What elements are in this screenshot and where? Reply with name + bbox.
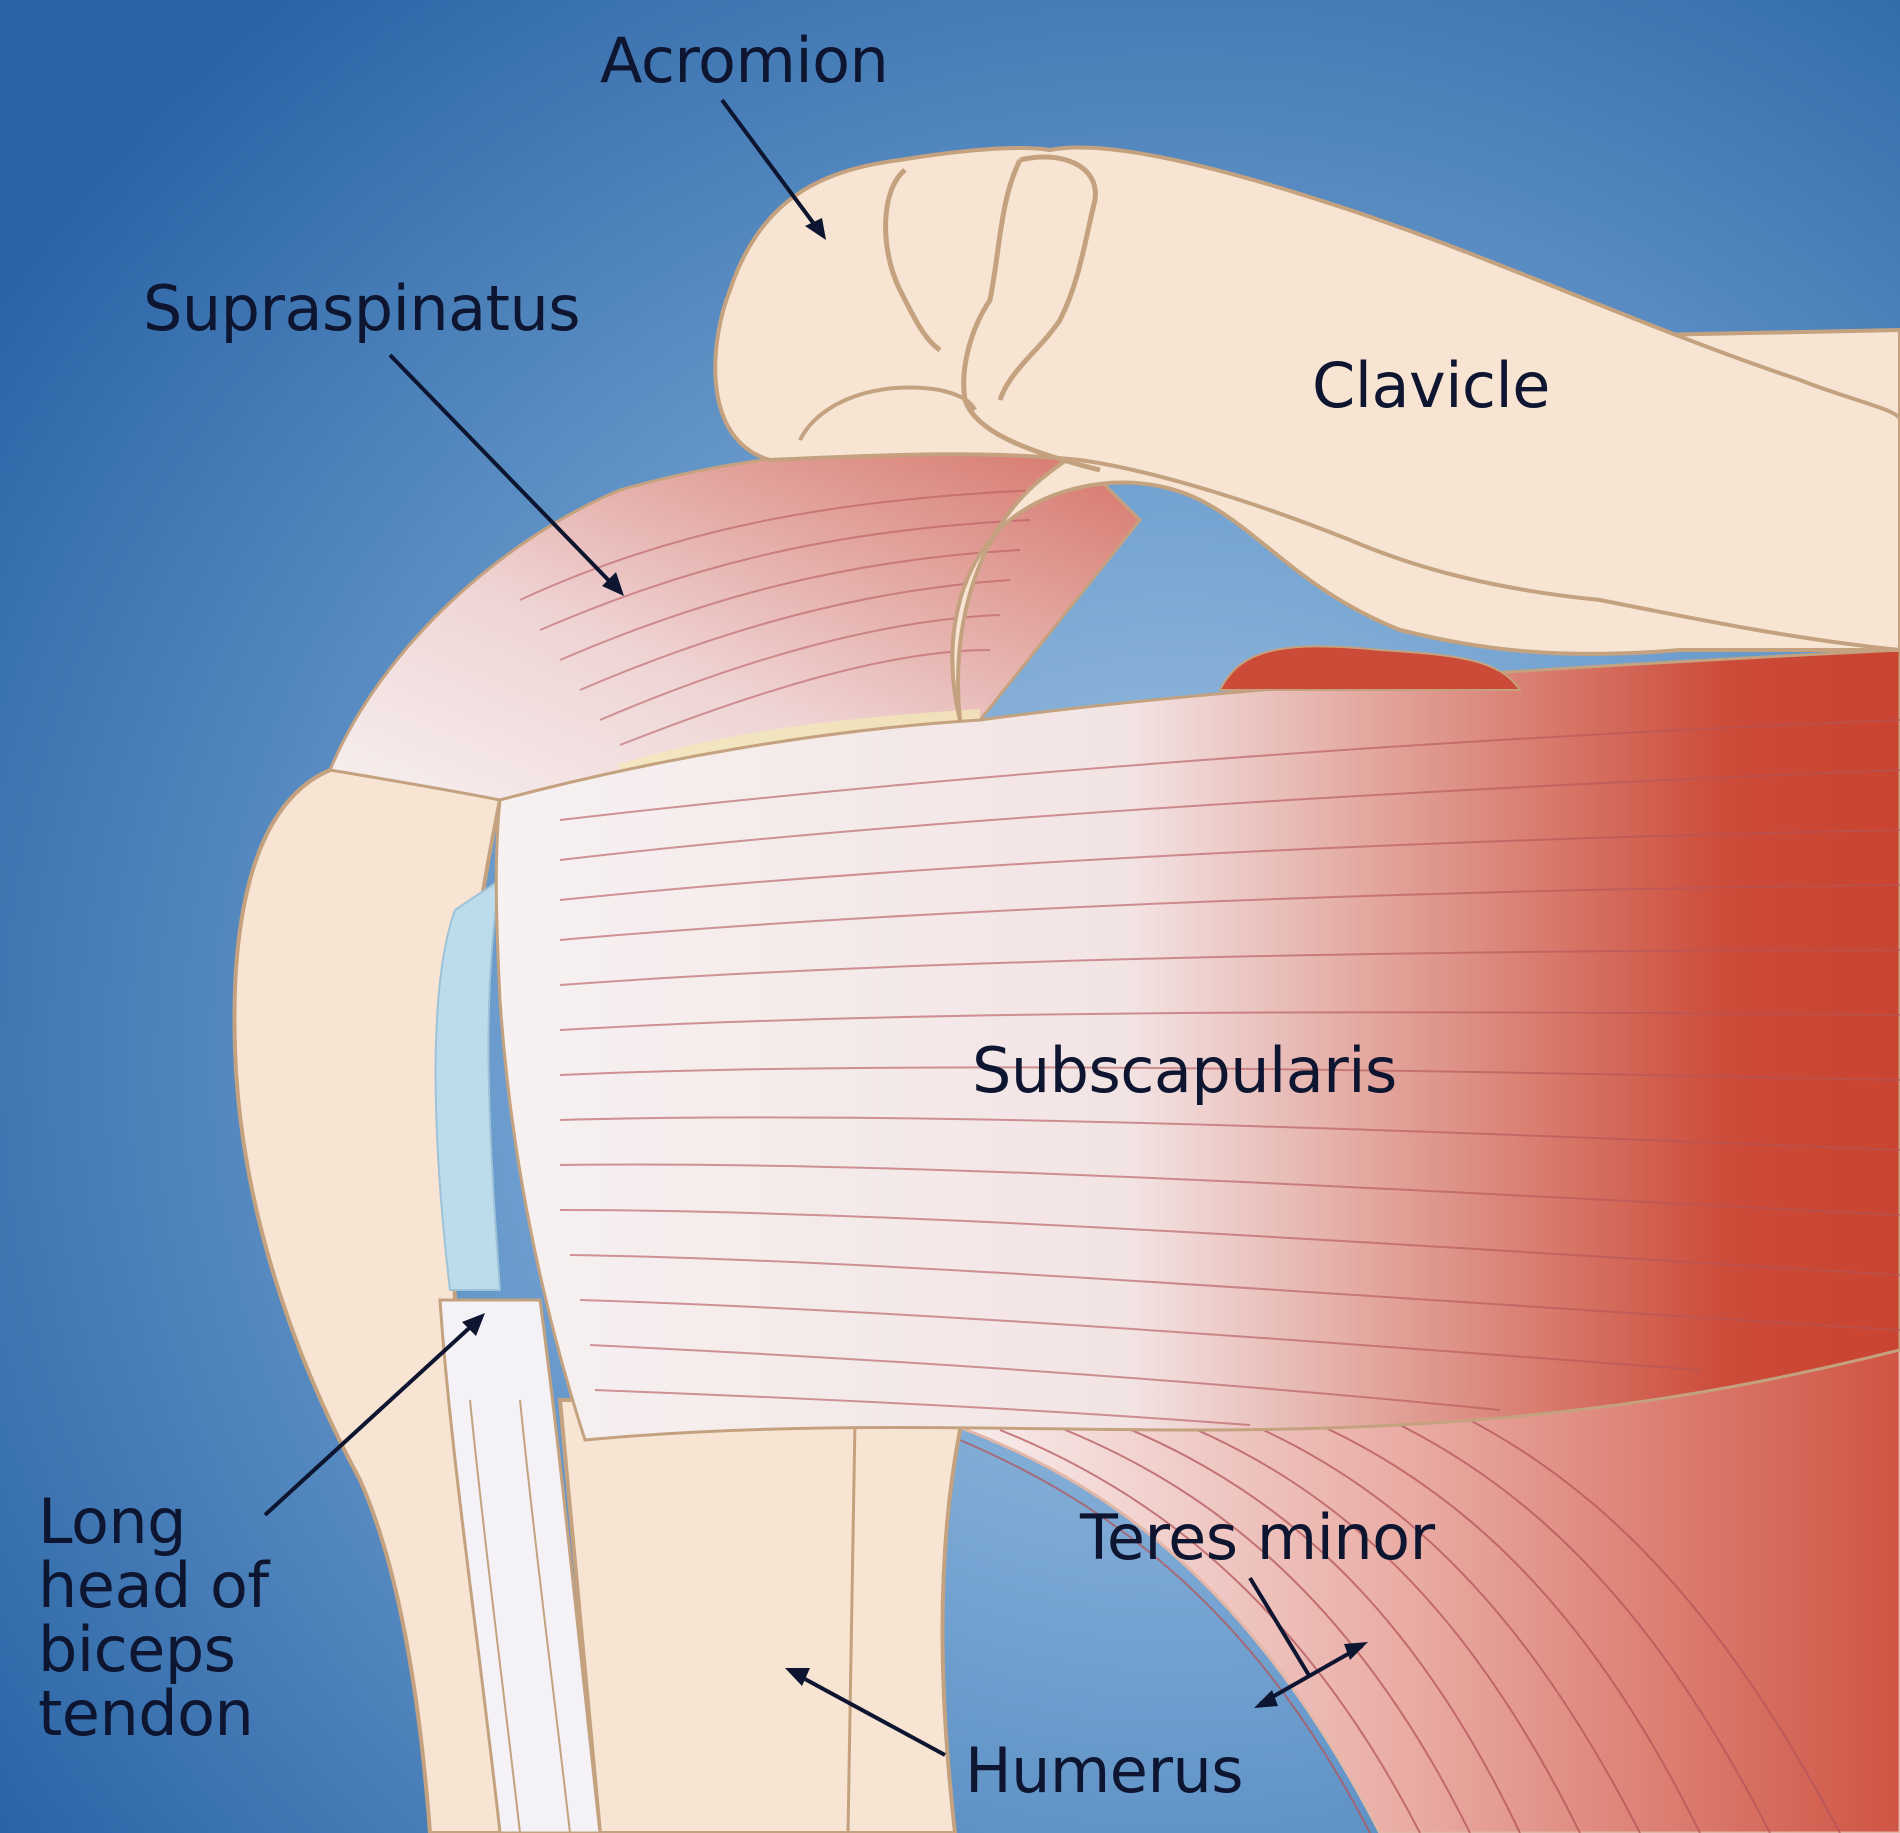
supraspinatus-arrowhead	[602, 572, 624, 596]
teres-span-arrowhead-right	[1344, 1642, 1368, 1660]
label-pointers	[263, 98, 1363, 1757]
teres-minor-pointer	[1248, 1576, 1312, 1679]
teres-span-arrowhead-left	[1254, 1690, 1278, 1708]
humerus-pointer	[791, 1670, 946, 1757]
label-supraspinatus: Supraspinatus	[143, 272, 581, 345]
label-humerus: Humerus	[965, 1734, 1244, 1807]
humerus-bone	[557, 1398, 962, 1833]
label-biceps-line-2: head of	[38, 1549, 269, 1622]
acromion-clavicle-bones	[713, 145, 1900, 653]
deep-muscle-segment	[1218, 645, 1522, 691]
biceps-pointer	[263, 1318, 480, 1517]
arrowheads	[462, 218, 1368, 1708]
label-biceps-line-1: Long	[38, 1485, 187, 1558]
biceps-arrowhead	[462, 1313, 485, 1336]
supraspinatus-pointer	[388, 353, 620, 592]
teres-minor-span-line	[1259, 1644, 1363, 1706]
label-acromion: Acromion	[600, 24, 889, 97]
label-subscapularis: Subscapularis	[972, 1034, 1397, 1107]
humerus-arrowhead	[785, 1668, 810, 1686]
label-biceps-line-3: biceps	[38, 1613, 236, 1686]
biceps-tendon	[438, 1298, 602, 1833]
bursa	[434, 877, 502, 1291]
subscapularis-muscle	[494, 648, 1900, 1442]
acromion-pointer	[720, 98, 822, 234]
label-teres-minor: Teres minor	[1080, 1501, 1435, 1574]
label-clavicle: Clavicle	[1312, 349, 1550, 422]
label-long-head-biceps-tendon: Long head of biceps tendon	[38, 1490, 269, 1746]
acromion-arrowhead	[805, 218, 826, 240]
label-biceps-line-4: tendon	[38, 1677, 254, 1750]
